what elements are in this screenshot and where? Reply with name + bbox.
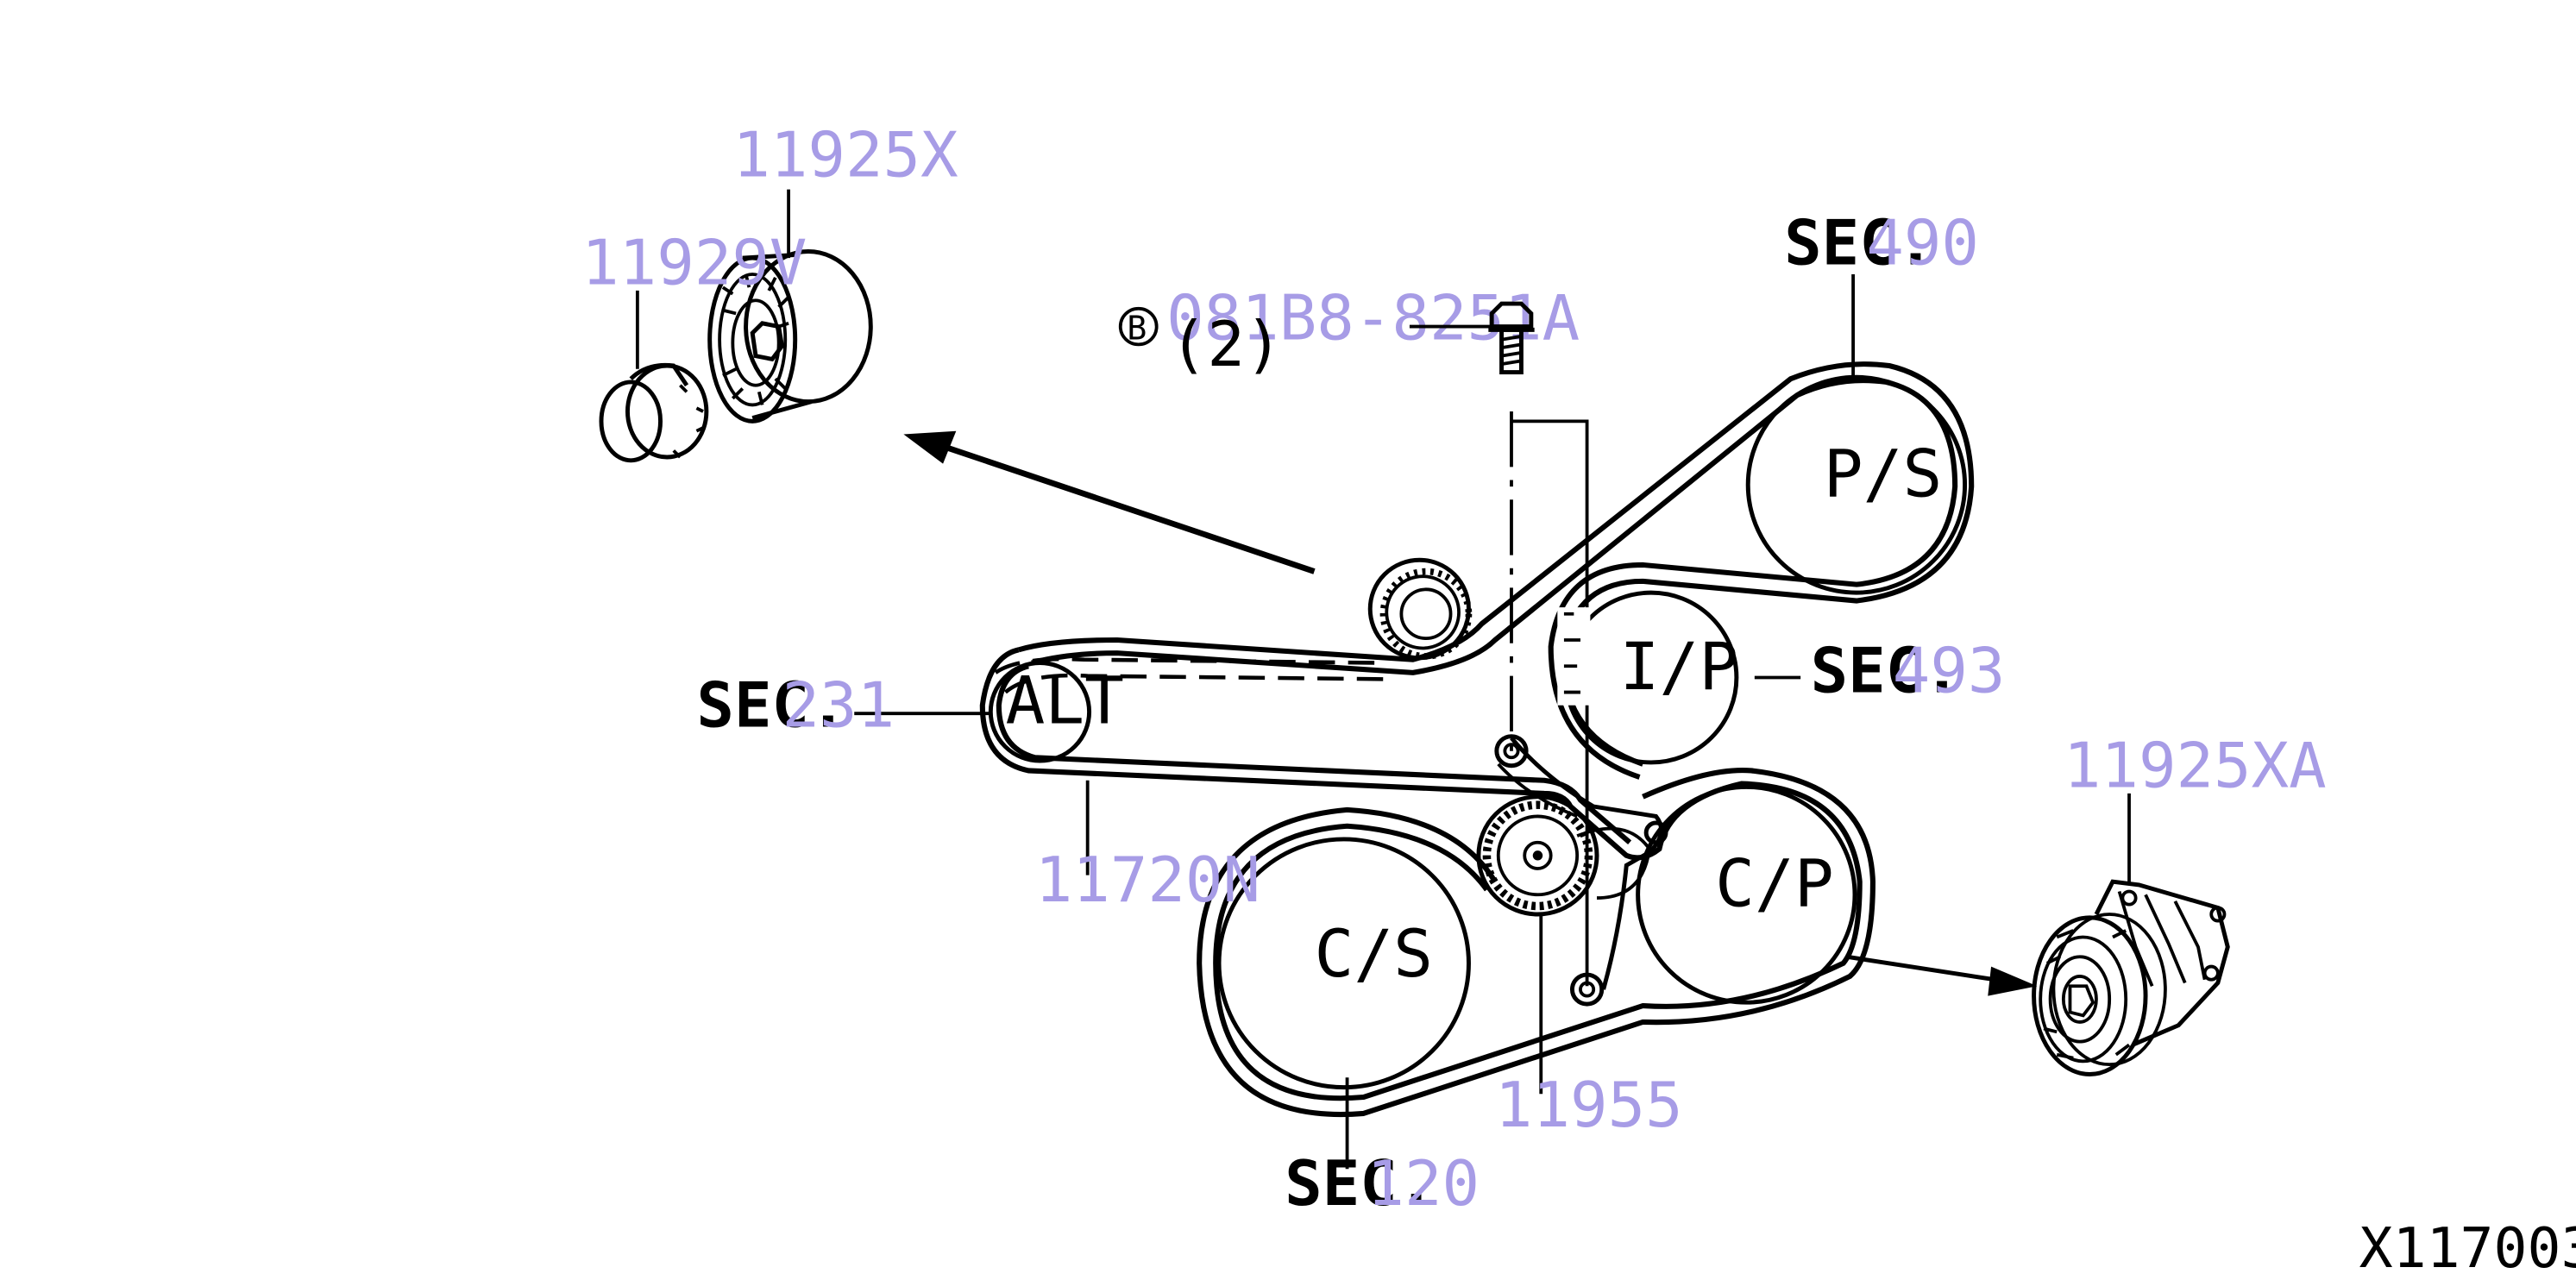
cs-pulley xyxy=(1216,837,1471,1090)
part-11929v-label: 11929V xyxy=(581,228,807,300)
bolt-centerline-2 xyxy=(1511,419,1589,987)
sec120-number: 120 xyxy=(1367,1148,1480,1220)
bolt-part-label: 081B8-8251A xyxy=(1166,283,1580,355)
sec490-number: 490 xyxy=(1866,208,1979,280)
sec231-number: 231 xyxy=(782,670,895,743)
cp-pulley xyxy=(1636,784,1857,1005)
sec493-number: 493 xyxy=(1893,636,2006,708)
ps-pulley xyxy=(1745,374,1968,595)
belt-part-label: 11720N xyxy=(1035,844,1260,917)
cap-11929v-drawing xyxy=(599,362,709,463)
sec493-prefix: SEC. xyxy=(1811,636,1961,708)
ip-pulley-label: I/P xyxy=(1620,629,1739,705)
cs-pulley-label: C/S xyxy=(1314,916,1433,992)
sec490-prefix: SEC. xyxy=(1784,208,1934,280)
idler-pulley-11925x-drawing xyxy=(707,249,873,424)
bolt-qty-label: (2) xyxy=(1170,309,1283,381)
ps-pulley-label: P/S xyxy=(1824,436,1943,512)
cp-pulley-label: C/P xyxy=(1715,846,1834,922)
tensioner-part-label: 11955 xyxy=(1495,1070,1683,1142)
alt-pulley-label: ALT xyxy=(1005,663,1124,739)
tensioner-11955-drawing xyxy=(1476,734,1668,1007)
bolt-callout-circle xyxy=(1118,306,1159,347)
bolt-callout-letter: B xyxy=(1127,310,1147,348)
idler-pulley-in-belt xyxy=(1367,557,1473,661)
pulley-11925xa-pointer-arrow xyxy=(1846,954,2038,996)
alt-pulley xyxy=(988,661,1092,763)
part-11925xa-label: 11925XA xyxy=(2064,731,2327,803)
part-11925x-label: 11925X xyxy=(732,120,958,192)
sec231-prefix: SEC. xyxy=(696,670,846,743)
sec120-prefix: SEC. xyxy=(1285,1148,1435,1220)
idler-pointer-arrow xyxy=(903,430,1316,574)
bolt-drawing xyxy=(1488,301,1535,375)
figure-id: X1170039 xyxy=(2359,1216,2576,1280)
pulley-11925xa-drawing xyxy=(2032,879,2230,1076)
